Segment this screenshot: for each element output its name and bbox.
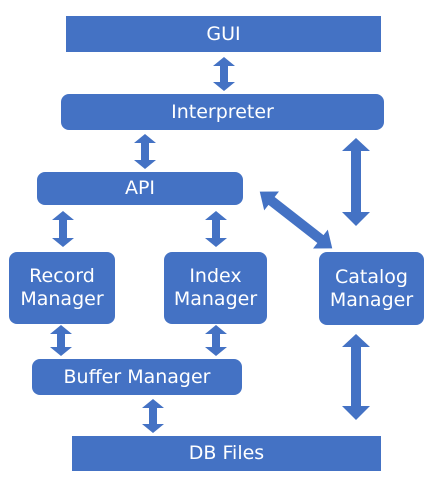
db-files-label: DB Files: [188, 442, 265, 465]
api-box: API: [37, 172, 243, 205]
buffer-manager-label: Buffer Manager: [63, 365, 211, 388]
record-manager-box: Record Manager: [9, 252, 115, 324]
arrow-interpreter-catalog: [342, 138, 370, 226]
record-manager-label-line2: Manager: [20, 288, 104, 310]
arrow-api-catalog: [259, 191, 333, 249]
arrow-buffer-dbfiles: [142, 399, 164, 433]
index-manager-label-line2: Manager: [173, 288, 258, 310]
index-manager-label-line1: Index: [189, 265, 242, 288]
arrow-gui-interpreter: [213, 57, 235, 91]
catalog-manager-label-line1: Catalog: [335, 265, 408, 288]
db-files-box: DB Files: [72, 436, 381, 471]
arrow-record-buffer: [50, 325, 72, 356]
record-manager-label-line1: Record: [29, 265, 95, 288]
interpreter-label: Interpreter: [171, 100, 274, 123]
arrow-api-record: [52, 211, 74, 247]
api-label: API: [124, 177, 156, 200]
gui-box: GUI: [66, 16, 381, 52]
arrow-interpreter-api: [134, 134, 156, 169]
catalog-manager-label-line2: Manager: [329, 288, 414, 311]
gui-label: GUI: [206, 22, 241, 45]
catalog-manager-box: Catalog Manager: [319, 252, 424, 325]
buffer-manager-box: Buffer Manager: [32, 359, 242, 395]
arrow-api-index: [205, 211, 227, 247]
index-manager-box: Index Manager: [164, 252, 267, 324]
interpreter-box: Interpreter: [61, 94, 384, 130]
arrow-catalog-dbfiles: [342, 334, 370, 420]
arrow-index-buffer: [205, 325, 227, 356]
